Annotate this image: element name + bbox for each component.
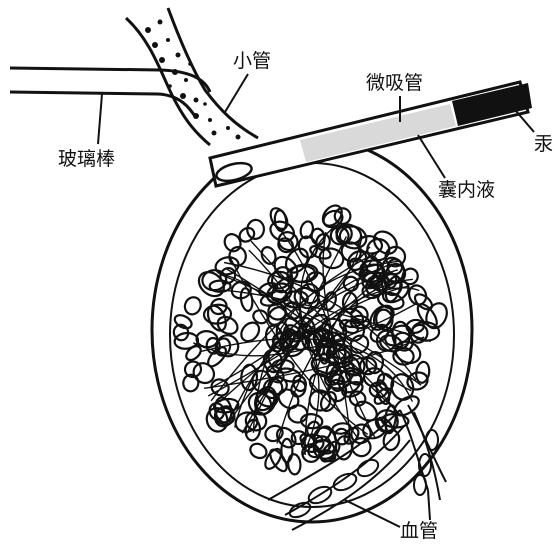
label-glass-rod: 玻璃棒 [58, 150, 115, 169]
label-mercury: 汞 [534, 135, 553, 154]
label-blood-vessel: 血管 [400, 522, 438, 541]
leader-tubule [225, 74, 248, 112]
capillary-loop [288, 454, 302, 475]
capillary-loop [215, 314, 241, 338]
capillary-loop [248, 441, 269, 461]
micropipette [210, 82, 532, 186]
label-micropipette: 微吸管 [366, 74, 423, 93]
capillary-loop [182, 295, 203, 317]
leader-vessel [345, 500, 400, 527]
capillary-loop [273, 424, 299, 451]
label-capsular-fluid: 囊内液 [438, 181, 495, 200]
tubule-hatching [145, 20, 241, 140]
capillary-loop [247, 219, 265, 239]
leader-fluid [418, 135, 445, 178]
leader-vessel-2 [428, 490, 430, 520]
blood-vessels [268, 405, 446, 530]
label-tubule: 小管 [233, 52, 271, 71]
leader-glass-rod [98, 94, 102, 144]
